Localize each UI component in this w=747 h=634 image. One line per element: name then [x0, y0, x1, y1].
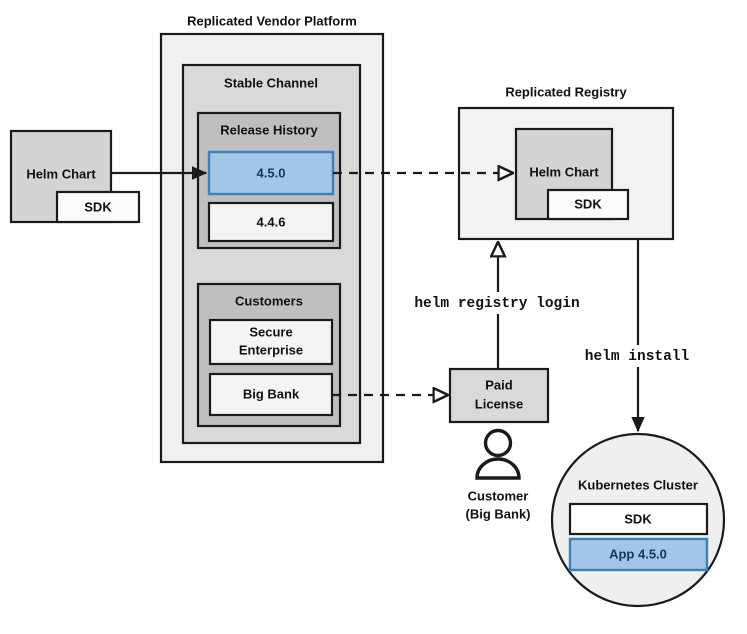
registry-helm-chart-label: Helm Chart — [529, 164, 599, 179]
customer-actor: Customer (Big Bank) — [466, 428, 531, 521]
cluster-component-sdk-label: SDK — [624, 511, 652, 526]
source-sdk-box[interactable] — [55, 190, 141, 224]
customer-item-big-bank-label: Big Bank — [243, 386, 300, 401]
registry-sdk-label: SDK — [574, 196, 602, 211]
edge-label-helm-registry-login-text: helm registry login — [414, 296, 579, 312]
cluster-component-sdk[interactable] — [568, 502, 709, 536]
paid-license-label-line2: License — [475, 396, 523, 411]
customer-actor-label-line1: Customer — [468, 488, 529, 503]
platform-title: Replicated Vendor Platform — [187, 13, 357, 28]
label-mask-registry-login — [400, 292, 596, 314]
source-helm-chart-label: Helm Chart — [26, 166, 96, 181]
customers-title: Customers — [235, 293, 303, 308]
edge-label-helm-install-text: helm install — [585, 349, 690, 365]
kubernetes-cluster-title: Kubernetes Cluster — [578, 477, 698, 492]
release-item-4-4-6-label: 4.4.6 — [257, 214, 286, 229]
customer-item-secure-enterprise-label-line2: Enterprise — [239, 342, 303, 357]
customer-item-secure-enterprise-label-line1: Secure — [249, 324, 292, 339]
paid-license-label-line1: Paid — [485, 377, 513, 392]
person-body-icon — [475, 457, 521, 480]
stable-channel-title: Stable Channel — [224, 75, 318, 90]
paid-license-node[interactable]: Paid License — [448, 367, 550, 424]
release-item-4-5-0-label: 4.5.0 — [257, 165, 286, 180]
source-helm-chart-node[interactable]: Helm Chart SDK — [9, 129, 141, 224]
cluster-component-app[interactable] — [568, 537, 709, 572]
registry-sdk-box[interactable] — [546, 188, 630, 221]
label-mask-helm-install — [568, 345, 708, 367]
release-history-title: Release History — [220, 122, 318, 137]
person-head-icon — [483, 428, 513, 458]
release-item-4-5-0[interactable] — [207, 150, 335, 196]
cluster-component-app-label: App 4.5.0 — [609, 546, 667, 561]
release-item-4-4-6[interactable] — [207, 201, 335, 243]
kubernetes-cluster-node[interactable]: Kubernetes Cluster SDK App 4.5.0 — [550, 432, 726, 608]
customer-actor-label-line2: (Big Bank) — [466, 506, 531, 521]
registry-title: Replicated Registry — [505, 84, 627, 99]
source-sdk-label: SDK — [84, 199, 112, 214]
customer-item-big-bank[interactable] — [208, 372, 334, 417]
customer-item-secure-enterprise[interactable] — [208, 318, 334, 366]
